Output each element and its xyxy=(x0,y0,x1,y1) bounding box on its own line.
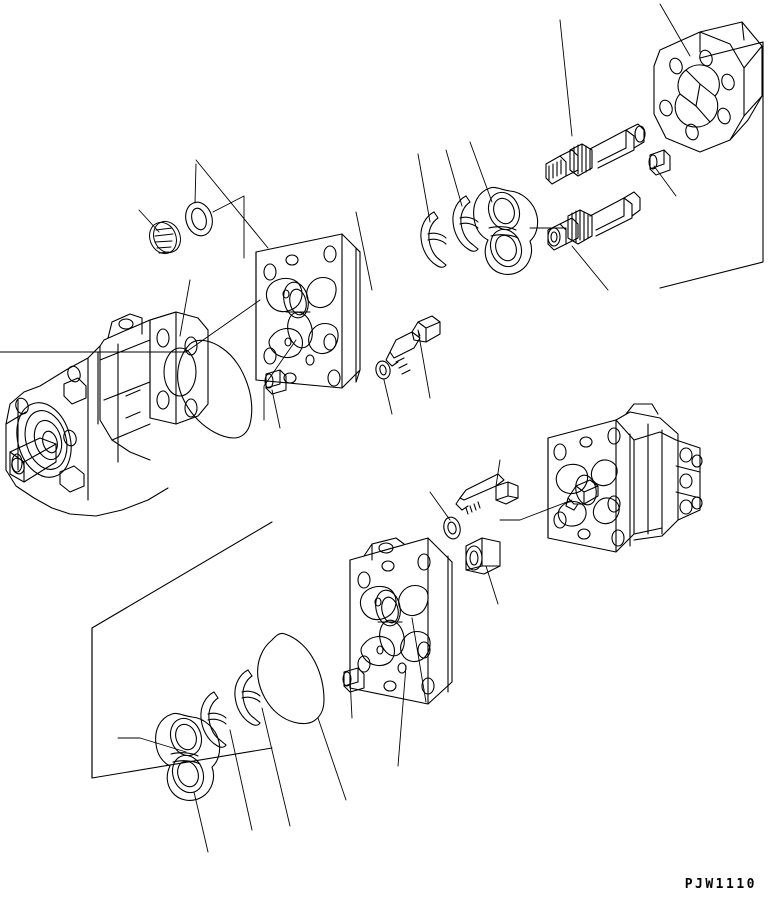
section-plane-lower-left xyxy=(91,521,273,779)
snap-ring-clip-c xyxy=(234,669,261,726)
gasket-lower xyxy=(257,632,325,725)
pump-body-rear xyxy=(547,403,703,553)
snap-ring-clip-b xyxy=(452,195,479,252)
drawing-part-number: PJW1110 xyxy=(684,877,757,892)
dowel-pin-front xyxy=(264,369,287,395)
snap-ring-clip-a xyxy=(420,211,447,268)
sleeve-spacer xyxy=(465,537,501,575)
section-plane-upper-right xyxy=(659,41,764,289)
leader-lines xyxy=(0,3,691,853)
snap-ring-clip-d xyxy=(200,691,227,748)
figure-eight-seal-plate-lower xyxy=(155,712,221,801)
cover-plate-rear xyxy=(349,537,453,705)
dowel-pin-rear xyxy=(342,667,365,693)
gear-body-block xyxy=(653,21,763,153)
socket-bolt-rear xyxy=(455,473,519,515)
figure-eight-seal-plate xyxy=(473,186,539,275)
pump-body-front xyxy=(5,311,209,517)
washer-rear xyxy=(443,516,461,540)
oil-seal-ring xyxy=(185,201,213,237)
socket-bolt-front xyxy=(385,315,441,375)
snap-ring-spiral xyxy=(149,220,181,255)
drive-gear-shaft xyxy=(545,123,646,185)
cover-plate-front xyxy=(255,233,361,389)
port-block-rear xyxy=(675,439,703,521)
driven-gear-shaft xyxy=(547,191,641,251)
gasket-front xyxy=(177,339,253,439)
o-ring-small xyxy=(375,360,391,380)
dowel-pin-body xyxy=(648,149,671,176)
